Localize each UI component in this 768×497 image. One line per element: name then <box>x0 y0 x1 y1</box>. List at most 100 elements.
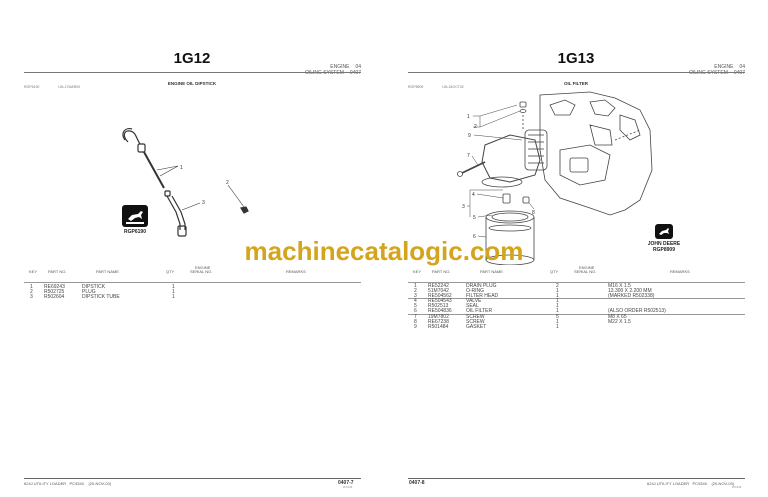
divider <box>408 72 745 73</box>
row-qty: 1 <box>556 319 559 325</box>
group-num: 04 <box>355 64 361 70</box>
logo-caption: RGP8909 <box>653 247 675 253</box>
footer-info: 624J UTILITY LOADER PC9340 (20-NOV-03) <box>647 481 734 486</box>
row-remarks: (MARKED R502338) <box>608 293 655 299</box>
callout-8: 8 <box>532 210 535 216</box>
row-key: 8 <box>414 319 417 325</box>
callout-6: 6 <box>473 234 476 240</box>
row-key: 3 <box>414 293 417 299</box>
callout-2: 2 <box>474 124 477 130</box>
header-serial-top: ENGINE <box>579 265 595 270</box>
page-rev: PN=105 <box>343 486 353 489</box>
subgroup-label: OILING SYSTEM <box>688 70 728 76</box>
row-key: 9 <box>414 324 417 330</box>
subgroup-num: 0407 <box>733 70 745 76</box>
figure-id: UN-24OCT02 <box>442 85 464 89</box>
row-remarks: M16 X 1.5 <box>608 283 631 289</box>
row-qty: 1 <box>556 308 559 314</box>
footer-date: (20-NOV-03) <box>711 481 735 486</box>
dipstick-illustration: 1 2 3 <box>122 128 249 237</box>
deer-icon <box>659 228 669 235</box>
row-qty: 2 <box>556 283 559 289</box>
row-key: 3 <box>30 294 33 300</box>
row-key: 4 <box>414 298 417 304</box>
row-key: 1 <box>414 283 417 289</box>
row-part-no: 19M7802 <box>428 314 449 320</box>
row-qty: 1 <box>556 303 559 309</box>
group-num: 04 <box>739 64 745 70</box>
figure-title: ENGINE OIL DIPSTICK <box>167 81 217 86</box>
footer-divider <box>24 478 361 479</box>
row-remarks: M8 X 65 <box>608 314 627 320</box>
table-divider <box>24 282 361 283</box>
footer-info: 624J UTILITY LOADER PC9340 (20-NOV-03) <box>24 481 111 486</box>
row-key: 7 <box>414 314 417 320</box>
row-remarks: 13.300 X 2.200 MM <box>608 288 652 294</box>
row-part-name: DRAIN PLUG <box>466 283 497 289</box>
callout-2: 2 <box>226 180 229 186</box>
callout-1: 1 <box>467 114 470 120</box>
callout-7: 7 <box>467 153 470 159</box>
callout-3: 3 <box>462 204 465 210</box>
header-part-no: PART NO. <box>48 269 67 274</box>
callout-4: 4 <box>472 192 475 198</box>
footer-model: 624J UTILITY LOADER <box>647 481 690 486</box>
oil-filter-illustration: 1 2 9 7 3 4 5 6 8 <box>457 91 653 265</box>
row-qty: 1 <box>556 288 559 294</box>
row-part-no: R502725 <box>44 289 65 295</box>
page-number: 0407-8 <box>409 480 425 486</box>
page-number: 0407-7 <box>338 480 354 486</box>
row-part-no: RE67238 <box>428 319 449 325</box>
table-divider <box>408 298 745 299</box>
header-remarks: REMARKS <box>670 269 690 274</box>
callout-5: 5 <box>473 215 476 221</box>
row-remarks: M22 X 1.5 <box>608 319 631 325</box>
row-part-name: GASKET <box>466 324 487 330</box>
footer-catalog: PC9340 <box>692 481 707 486</box>
header-remarks: REMARKS <box>286 269 306 274</box>
footer-model: 624J UTILITY LOADER <box>24 481 67 486</box>
row-qty: 1 <box>172 289 175 295</box>
row-part-no: R502604 <box>44 294 65 300</box>
table-divider <box>408 282 745 283</box>
watermark: machinecatalogic.com <box>244 236 524 266</box>
row-part-name: PLUG <box>82 289 96 295</box>
row-part-name: DIPSTICK TUBE <box>82 294 120 300</box>
deer-icon <box>126 211 144 224</box>
row-key: 2 <box>30 289 33 295</box>
group-label: ENGINE <box>330 64 350 70</box>
figure-title: OIL FILTER <box>563 81 589 86</box>
row-part-no: RE504543 <box>428 298 452 304</box>
row-part-name: DIPSTICK <box>82 284 106 290</box>
figure-ref: RGP6190 <box>24 85 40 89</box>
callout-1: 1 <box>180 165 183 171</box>
row-part-name: OIL FILTER <box>466 308 493 314</box>
row-qty: 1 <box>172 284 175 290</box>
john-deere-logo <box>122 205 148 227</box>
header-qty: QTY <box>550 269 559 274</box>
row-part-no: RE504562 <box>428 293 452 299</box>
row-key: 2 <box>414 288 417 294</box>
header-part-name: PART NAME <box>480 269 503 274</box>
row-qty: 1 <box>172 294 175 300</box>
subgroup-label: OILING SYSTEM <box>304 70 344 76</box>
logo-caption: RGP6190 <box>124 229 146 235</box>
row-qty: 1 <box>556 324 559 330</box>
row-part-no: R501484 <box>428 324 449 330</box>
callout-9: 9 <box>468 133 471 139</box>
page-rev: PN=106 <box>732 486 742 489</box>
footer-date: (20-NOV-03) <box>88 481 112 486</box>
row-qty: 1 <box>556 298 559 304</box>
header-serial: SERIAL NO. <box>190 269 213 274</box>
figure-refs: RGP8909 UN-24OCT02 <box>408 85 482 89</box>
row-part-no: R502513 <box>428 303 449 309</box>
header-part-name: PART NAME <box>96 269 119 274</box>
header-key: KEY <box>29 269 38 274</box>
figure-refs: RGP6190 UN-17MAR00 <box>24 85 98 89</box>
row-part-name: FILTER HEAD <box>466 293 499 299</box>
page-code: 1G12 <box>173 50 211 67</box>
